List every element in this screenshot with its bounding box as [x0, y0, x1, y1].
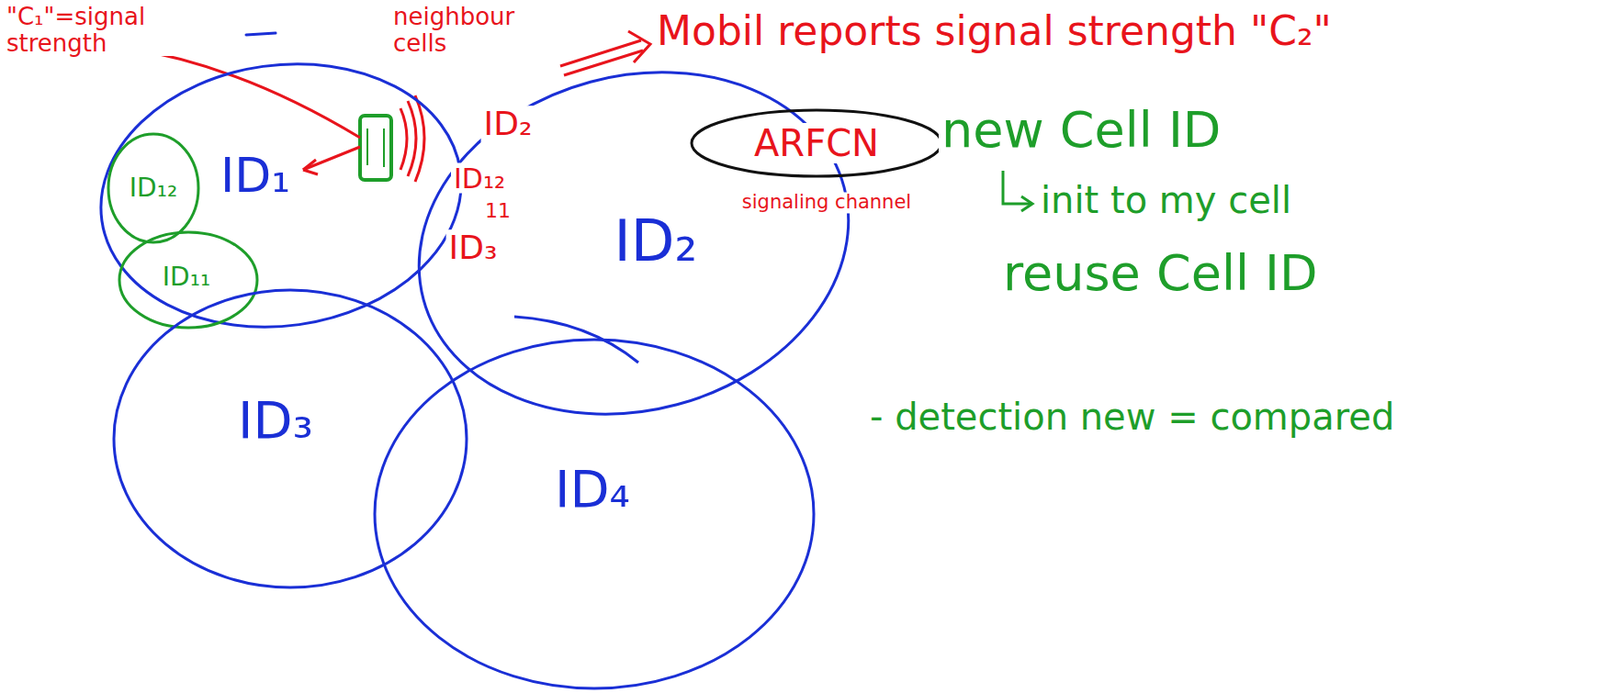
arrow-head [303, 159, 318, 175]
ellipse-path [691, 110, 942, 177]
leader-line [123, 47, 361, 138]
ellipse-path [119, 232, 258, 328]
hook-head [1021, 196, 1033, 212]
cell-label: ID₁₁ [159, 263, 214, 293]
pen-stroke [246, 33, 276, 35]
ellipse-path [113, 290, 467, 588]
handwritten-note: ID₁₂ [450, 163, 508, 194]
channel-note: signaling channel [739, 191, 914, 214]
phone-icon [360, 115, 392, 181]
arrow-line [303, 146, 361, 170]
cell-ellipse: ID₃ [111, 287, 470, 591]
implies-arrow [560, 40, 643, 76]
cell-label: ID₂ [611, 210, 701, 273]
handwritten-note: Mobil reports signal strength "C₂" [653, 9, 1335, 54]
handwritten-note: - detection new = compared [867, 396, 1398, 438]
sub-cell-circle: ID₁₁ [116, 229, 260, 331]
handwritten-note: 11 [482, 200, 514, 223]
cell-label: ARFCN [751, 123, 882, 164]
cell-label: ID₁₂ [126, 174, 181, 203]
ellipse-path [108, 134, 199, 243]
implies-head [628, 31, 651, 63]
handwritten-note: reuse Cell ID [1000, 246, 1321, 301]
cell-ellipse: ID₄ [371, 337, 817, 692]
cell-label: ID₁ [217, 149, 293, 203]
cell-ellipse: ID₁ ID₁₂ ID₁₁ [97, 62, 465, 329]
channel-ellipse: ARFCNsignaling channel [688, 107, 945, 180]
cell-label: ID₄ [552, 461, 633, 519]
ellipse-path [83, 41, 479, 350]
ellipse-path [374, 339, 814, 689]
handwritten-note: init to my cell [1037, 180, 1295, 221]
handwritten-note: new Cell ID [938, 102, 1224, 158]
cell-label: ID₃ [235, 392, 316, 450]
handwritten-note: "C₁"=signal strength [3, 3, 180, 57]
radio-waves [400, 95, 425, 182]
ellipse-path [380, 25, 888, 462]
phone-detail [367, 128, 384, 168]
handwritten-note: neighbour cells [390, 3, 543, 57]
handwritten-note: ID₃ [446, 229, 501, 267]
sub-cell-circle: ID₁₂ [105, 131, 202, 246]
handwritten-note: ID₂ [481, 105, 536, 143]
